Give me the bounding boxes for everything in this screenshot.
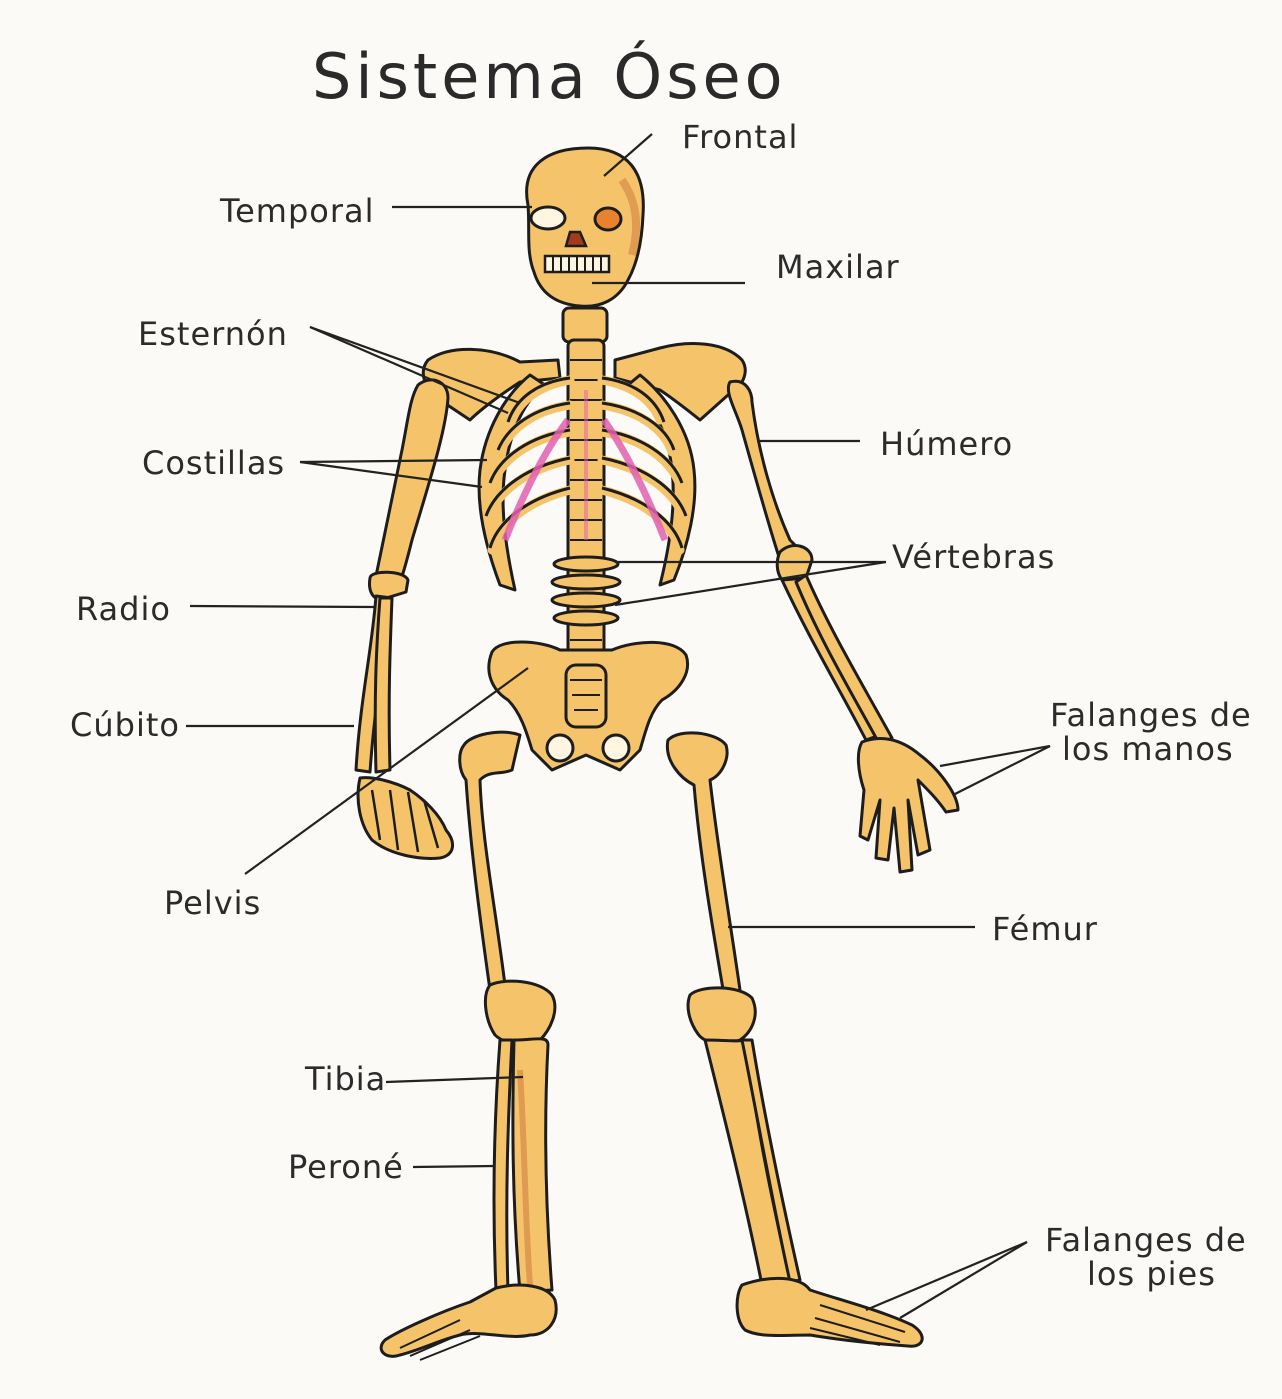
- label-esternon: Esternón: [138, 315, 288, 353]
- label-falanges-pies-line1: Falanges de: [1045, 1223, 1247, 1257]
- label-pelvis: Pelvis: [164, 884, 261, 922]
- label-humero: Húmero: [880, 425, 1013, 463]
- label-temporal: Temporal: [220, 192, 375, 230]
- label-tibia: Tibia: [305, 1060, 386, 1098]
- label-falanges-manos-line2: los manos: [1050, 732, 1252, 766]
- left-arm: [356, 380, 453, 858]
- label-costillas: Costillas: [142, 444, 285, 482]
- label-femur: Fémur: [992, 910, 1098, 948]
- label-falanges-pies: Falanges de los pies: [1045, 1223, 1247, 1291]
- label-falanges-manos: Falanges de los manos: [1050, 698, 1252, 766]
- label-cubito: Cúbito: [70, 706, 180, 744]
- pelvis-bone: [489, 642, 688, 770]
- label-vertebras: Vértebras: [892, 538, 1055, 576]
- label-falanges-manos-line1: Falanges de: [1050, 698, 1252, 732]
- label-falanges-pies-line2: los pies: [1045, 1257, 1247, 1291]
- label-perone: Peroné: [288, 1148, 404, 1186]
- label-radio: Radio: [76, 590, 171, 628]
- label-frontal: Frontal: [682, 118, 798, 156]
- diagram-title: Sistema Óseo: [312, 40, 787, 113]
- label-maxilar: Maxilar: [776, 248, 900, 286]
